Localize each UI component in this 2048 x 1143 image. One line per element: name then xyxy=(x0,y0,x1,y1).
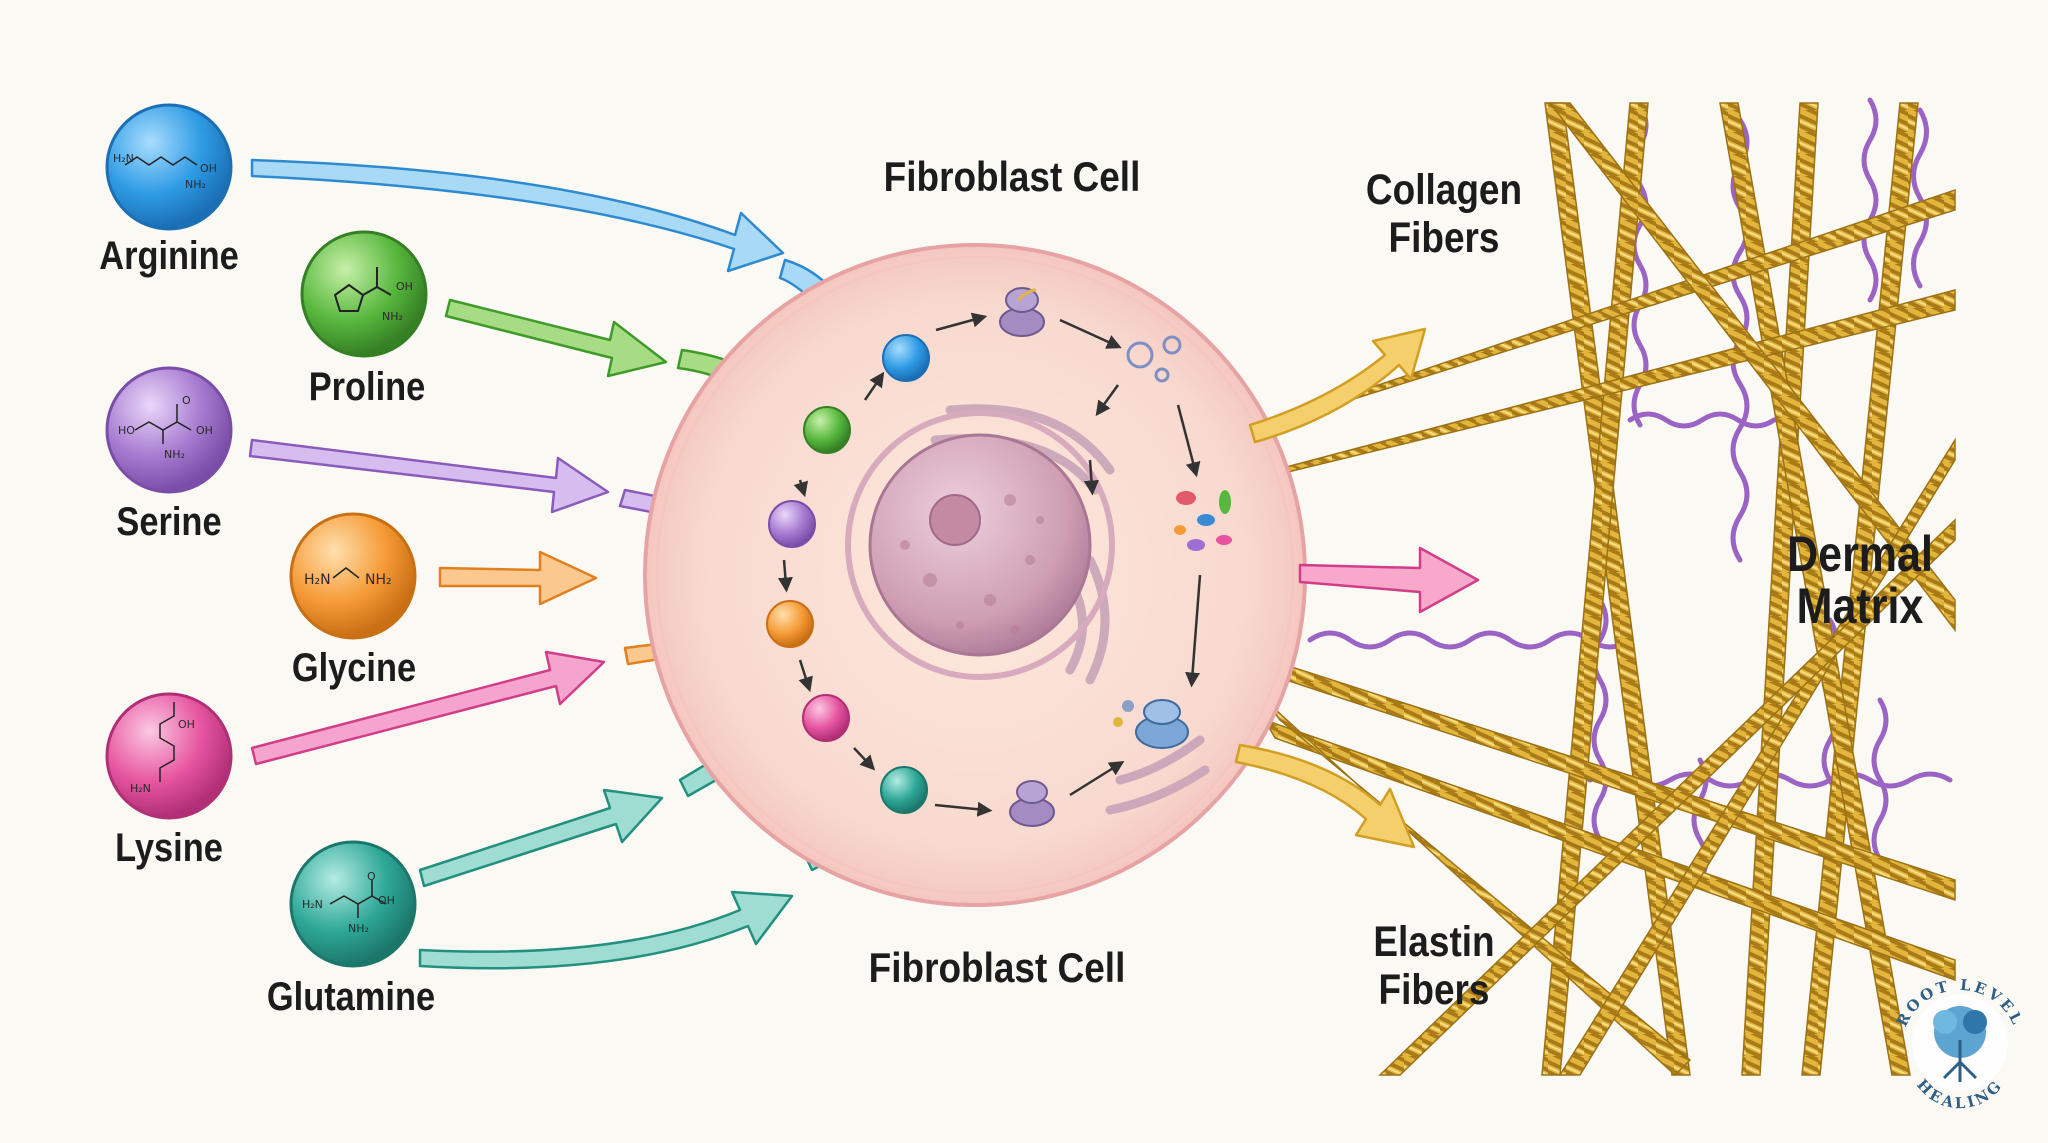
label-dermal-matrix: Dermal Matrix xyxy=(1765,528,1954,632)
ribosome-top xyxy=(999,287,1045,337)
label-collagen-line2: Fibers xyxy=(1388,214,1500,262)
svg-text:OH: OH xyxy=(178,718,195,731)
fibroblast-cell xyxy=(643,243,1307,907)
svg-text:OH: OH xyxy=(196,424,213,437)
amino-acid-serine: HO OH O NH₂ xyxy=(105,366,233,494)
svg-text:NH₂: NH₂ xyxy=(348,922,369,935)
amino-acid-glutamine: H₂N OHO NH₂ xyxy=(289,840,417,968)
amino-acid-glycine: H₂N NH₂ xyxy=(289,512,417,640)
nucleus xyxy=(845,410,1115,680)
label-dermal-line1: Dermal xyxy=(1787,526,1933,582)
logo-text-top: ROOT LEVEL xyxy=(1893,976,2020,1030)
label-serine: Serine xyxy=(116,500,222,544)
svg-text:NH₂: NH₂ xyxy=(365,572,392,588)
svg-text:OH: OH xyxy=(200,162,217,175)
amino-acid-arginine: H₂N OH NH₂ xyxy=(105,103,233,231)
label-elastin-fibers: Elastin Fibers xyxy=(1339,918,1528,1014)
svg-text:HEALING: HEALING xyxy=(1913,1076,2007,1113)
dermal-matrix-fibers xyxy=(1254,97,1956,1077)
label-glycine: Glycine xyxy=(291,646,417,690)
amino-acid-proline: OH NH₂ xyxy=(300,230,428,358)
pathway-arrows xyxy=(777,312,1202,817)
logo-text-bottom: HEALING xyxy=(1913,1076,2004,1113)
amino-acid-lysine: H₂N OH xyxy=(105,692,233,820)
svg-text:O: O xyxy=(182,394,191,407)
label-lysine: Lysine xyxy=(115,826,223,870)
svg-text:H₂N: H₂N xyxy=(130,782,151,795)
label-glutamine: Glutamine xyxy=(266,975,436,1019)
label-fibroblast-cell-top: Fibroblast Cell xyxy=(883,153,1141,200)
output-arrows xyxy=(1234,327,1480,849)
vesicles xyxy=(1174,490,1232,551)
svg-text:H₂N: H₂N xyxy=(304,572,331,588)
protein-pathway xyxy=(766,287,1232,827)
ribosome-bottom-right xyxy=(1113,699,1189,749)
svg-text:O: O xyxy=(367,870,376,883)
svg-text:HO: HO xyxy=(118,424,135,437)
folding-protein xyxy=(1126,335,1182,383)
svg-text:NH₂: NH₂ xyxy=(164,448,185,461)
svg-text:NH₂: NH₂ xyxy=(185,178,206,191)
label-collagen-fibers: Collagen Fibers xyxy=(1349,166,1538,262)
collagen-fibers-ropes xyxy=(1254,102,1956,1077)
svg-text:OH: OH xyxy=(396,280,413,293)
svg-text:H₂N: H₂N xyxy=(302,898,323,911)
label-collagen-line1: Collagen xyxy=(1365,166,1523,214)
label-elastin-line2: Fibers xyxy=(1378,966,1490,1014)
label-elastin-line1: Elastin xyxy=(1373,918,1495,966)
svg-text:ROOT LEVEL: ROOT LEVEL xyxy=(1893,976,2020,1030)
label-proline: Proline xyxy=(308,365,426,409)
label-fibroblast-cell-bottom: Fibroblast Cell xyxy=(868,944,1126,991)
svg-text:OH: OH xyxy=(378,894,395,907)
svg-text:NH₂: NH₂ xyxy=(382,310,403,323)
logo-text: ROOT LEVEL HEALING xyxy=(1893,976,2020,1113)
label-dermal-line2: Matrix xyxy=(1796,578,1924,634)
svg-text:H₂N: H₂N xyxy=(113,152,134,165)
label-arginine: Arginine xyxy=(99,234,239,278)
root-level-healing-logo xyxy=(1912,995,2008,1091)
ribosome-bottom xyxy=(1009,780,1055,827)
